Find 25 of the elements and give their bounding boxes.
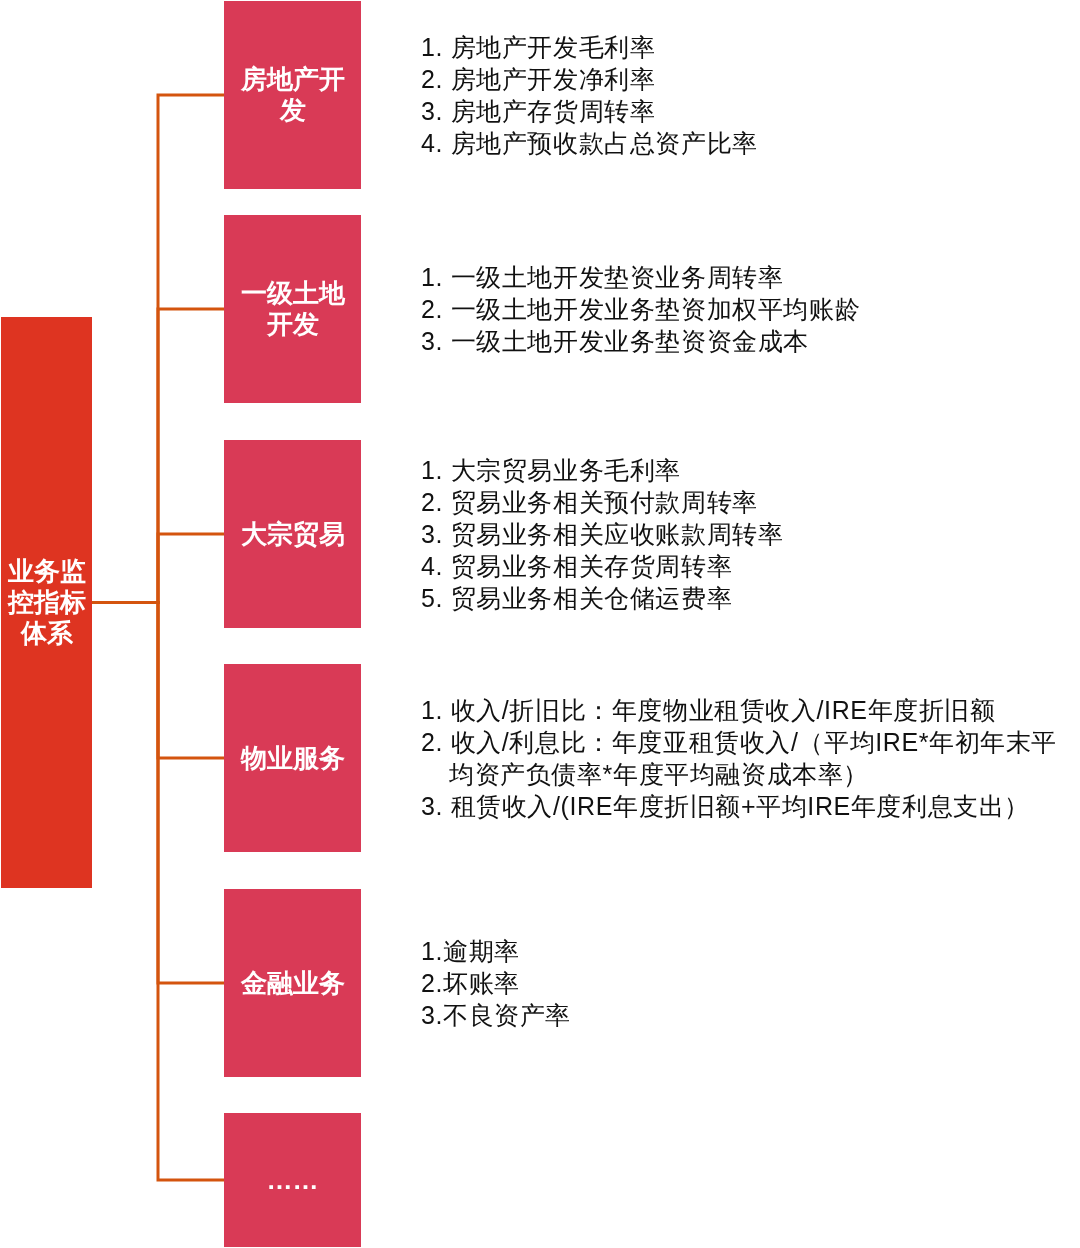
- list-item: 3. 贸易业务相关应收账款周转率: [421, 519, 785, 550]
- list-item: 2. 房地产开发净利率: [421, 64, 657, 95]
- category-box: 大宗贸易: [224, 440, 361, 628]
- root-box: 业务监控指标体系: [1, 317, 92, 888]
- list-item: 3.不良资产率: [421, 1000, 573, 1031]
- category-box: 物业服务: [224, 664, 361, 852]
- list-item: 4. 贸易业务相关存货周转率: [421, 551, 734, 582]
- list-item: 4. 房地产预收款占总资产比率: [421, 128, 759, 159]
- list-item: 2. 收入/利息比：年度亚租赁收入/（平均IRE*年初年末平均资产负债率*年度平均融资成本率）: [421, 727, 1059, 790]
- list-item: 1. 大宗贸易业务毛利率: [421, 455, 682, 486]
- category-box: 金融业务: [224, 889, 361, 1077]
- list-item: 3. 一级土地开发业务垫资资金成本: [421, 326, 810, 357]
- list-item: 3. 租赁收入/(IRE年度折旧额+平均IRE年度利息支出）: [421, 791, 1031, 822]
- list-item: 2.坏账率: [421, 968, 521, 999]
- list-item: 1.逾期率: [421, 936, 521, 967]
- category-box: 一级土地开发: [224, 215, 361, 403]
- list-item: 5. 贸易业务相关仓储运费率: [421, 583, 734, 614]
- list-item: 1. 收入/折旧比：年度物业租赁收入/IRE年度折旧额: [421, 695, 997, 726]
- list-item: 1. 一级土地开发垫资业务周转率: [421, 262, 785, 293]
- list-item: 2. 贸易业务相关预付款周转率: [421, 487, 759, 518]
- list-item: 2. 一级土地开发业务垫资加权平均账龄: [421, 294, 862, 325]
- list-item: 1. 房地产开发毛利率: [421, 32, 657, 63]
- list-item: 3. 房地产存货周转率: [421, 96, 657, 127]
- category-box: ……: [224, 1113, 361, 1247]
- category-box: 房地产开发: [224, 1, 361, 189]
